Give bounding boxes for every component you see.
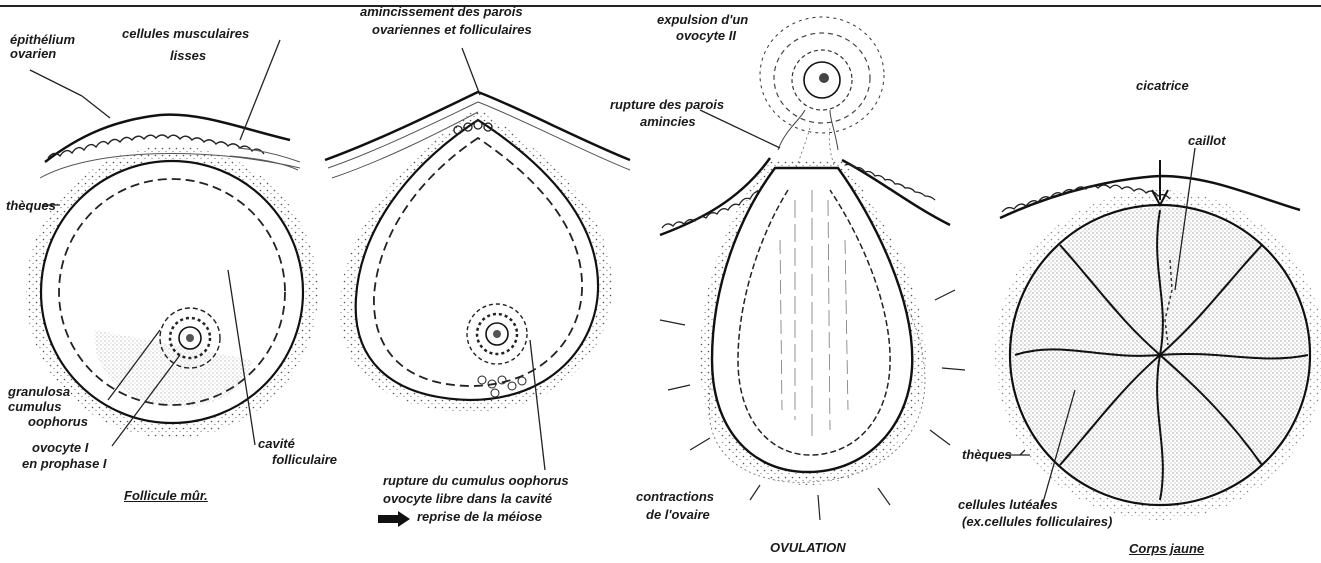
label-contractions-line2: de l'ovaire <box>646 507 710 522</box>
label-contractions-line1: contractions <box>636 489 714 504</box>
panel-ovulation <box>660 17 965 520</box>
label-amincissement-line2: ovariennes et folliculaires <box>372 22 532 37</box>
caption-corps-jaune: Corps jaune <box>1129 541 1204 556</box>
label-reprise-meiose: reprise de la méiose <box>417 509 542 524</box>
label-epithelium-line1: épithélium <box>10 32 75 47</box>
label-theques-1: thèques <box>6 198 56 213</box>
label-expulsion-line2: ovocyte II <box>676 28 736 43</box>
label-luteales-line2: (ex.cellules folliculaires) <box>962 514 1112 529</box>
label-muscle-line1: cellules musculaires <box>122 26 249 41</box>
caption-follicule-mur: Follicule mûr. <box>124 488 208 503</box>
label-cicatrice: cicatrice <box>1136 78 1189 93</box>
label-expulsion-line1: expulsion d'un <box>657 12 748 27</box>
panel-cumulus-rupture <box>325 48 630 527</box>
label-caillot: caillot <box>1188 133 1226 148</box>
label-rupture-cumulus-line2: ovocyte libre dans la cavité <box>383 491 552 506</box>
follicle-wall-2 <box>356 120 598 400</box>
panel-corpus-luteum <box>995 148 1321 520</box>
label-cumulus: cumulus <box>8 399 61 414</box>
label-amincissement-line1: amincissement des parois <box>360 4 523 19</box>
caption-ovulation: OVULATION <box>770 540 846 555</box>
label-granulosa: granulosa <box>8 384 70 399</box>
label-luteales-line1: cellules lutéales <box>958 497 1058 512</box>
label-rupture-cumulus-line1: rupture du cumulus oophorus <box>383 473 569 488</box>
label-ovocyte-one-line1: ovocyte I <box>32 440 88 455</box>
label-theques-2: thèques <box>962 447 1012 462</box>
label-epithelium-line2: ovarien <box>10 46 56 61</box>
label-cavite-line1: cavité <box>258 436 295 451</box>
label-oophorus: oophorus <box>28 414 88 429</box>
label-rupture-parois-line1: rupture des parois <box>610 97 724 112</box>
arrow-right-icon <box>378 511 410 527</box>
label-rupture-parois-line2: amincies <box>640 114 696 129</box>
label-muscle-line2: lisses <box>170 48 206 63</box>
label-ovocyte-one-line2: en prophase I <box>22 456 107 471</box>
label-cavite-line2: folliculaire <box>272 452 337 467</box>
